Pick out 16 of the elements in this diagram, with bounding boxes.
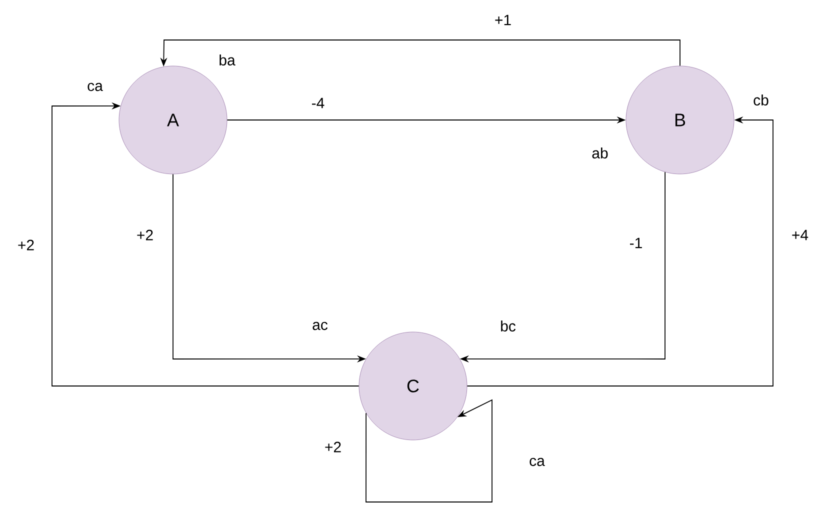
port-label: ca bbox=[530, 458, 545, 466]
edge-label: +4 bbox=[790, 228, 810, 242]
port-label: ba bbox=[220, 54, 236, 66]
edge-label: -1 bbox=[628, 236, 644, 250]
port-label: ac bbox=[312, 322, 328, 330]
arrow bbox=[366, 399, 492, 502]
edge-label: +2 bbox=[135, 228, 155, 242]
edge-label: +2 bbox=[16, 238, 36, 252]
arrow bbox=[52, 102, 360, 386]
edge-label: +1 bbox=[493, 14, 513, 26]
edge-label: +2 bbox=[323, 440, 343, 454]
port-label: cb bbox=[754, 94, 768, 106]
port-label: bc bbox=[501, 320, 516, 332]
port-label: ab bbox=[592, 148, 608, 158]
port-label: ca bbox=[88, 82, 103, 92]
edge-label: -4 bbox=[310, 96, 326, 110]
